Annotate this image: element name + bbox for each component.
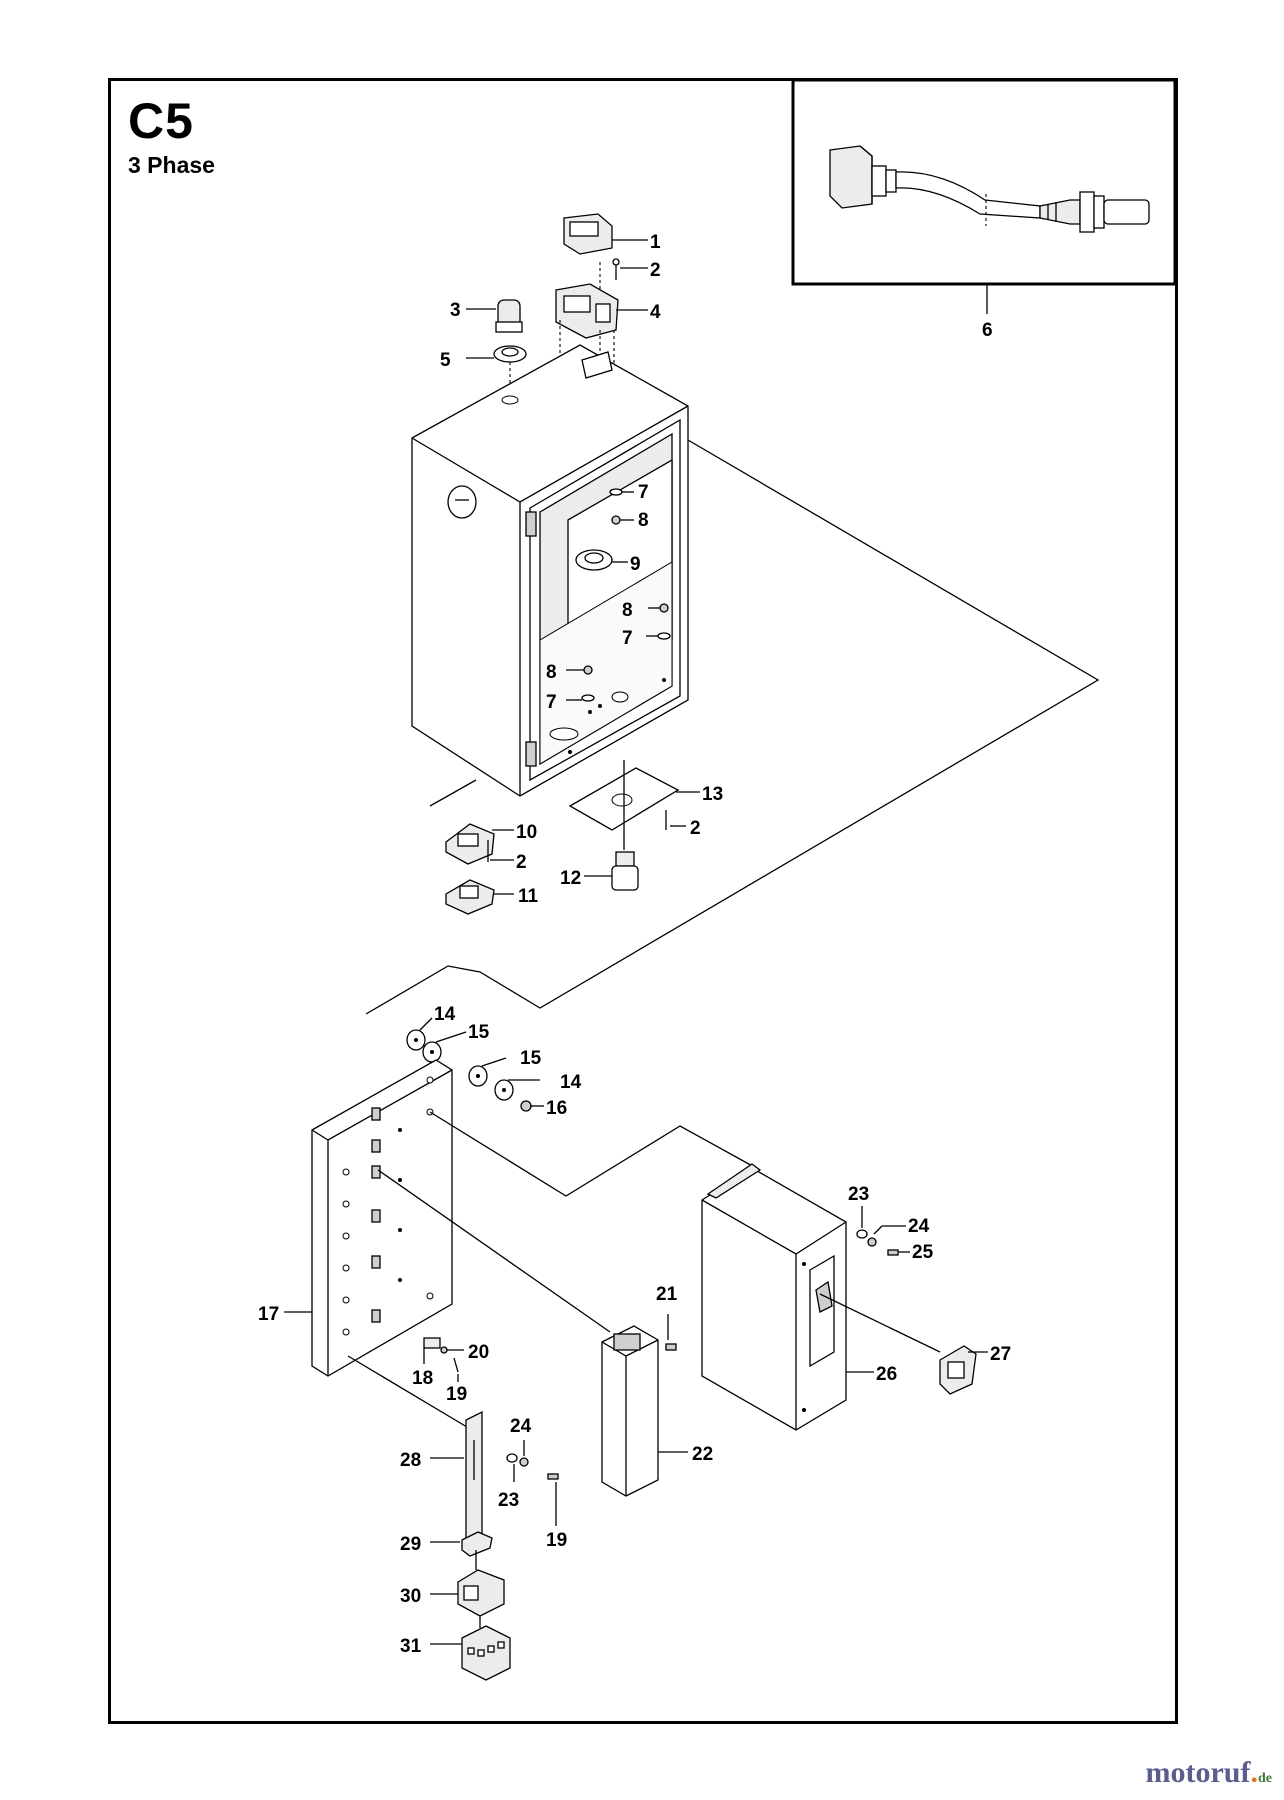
- callout-1: 1: [650, 232, 661, 253]
- callout-14: 14: [434, 1004, 456, 1025]
- callout-27: 27: [990, 1344, 1011, 1365]
- callout-12: 12: [560, 868, 581, 889]
- callout-22: 22: [692, 1444, 713, 1465]
- callout-4: 4: [650, 302, 661, 323]
- enclosure-box: [411, 344, 689, 797]
- callout-8-c: 8: [546, 662, 557, 683]
- callout-31: 31: [400, 1636, 422, 1657]
- mounting-plate-part-17: [311, 1059, 453, 1377]
- diagram-subtitle: 3 Phase: [128, 152, 215, 178]
- callout-23-b: 23: [498, 1490, 519, 1511]
- callout-20: 20: [468, 1342, 489, 1363]
- callout-17: 17: [258, 1304, 279, 1325]
- callout-30: 30: [400, 1586, 421, 1607]
- callout-29: 29: [400, 1534, 421, 1555]
- callout-28: 28: [400, 1450, 421, 1471]
- callout-19: 19: [446, 1384, 467, 1405]
- callout-3: 3: [450, 300, 461, 321]
- site-watermark: motoruf.de: [1146, 1756, 1272, 1790]
- callout-25: 25: [912, 1242, 934, 1263]
- watermark-dot: .: [1250, 1756, 1259, 1789]
- watermark-tld: de: [1258, 1771, 1272, 1786]
- callout-8: 8: [638, 510, 649, 531]
- callout-7-b: 7: [622, 628, 633, 649]
- cable-connector-part-6: [829, 145, 1150, 233]
- callout-14-b: 14: [560, 1072, 582, 1093]
- callout-24-b: 24: [510, 1416, 532, 1437]
- callout-8-b: 8: [622, 600, 633, 621]
- callout-18: 18: [412, 1368, 433, 1389]
- diagram-frame: [108, 78, 1178, 1724]
- callout-13: 13: [702, 784, 723, 805]
- callout-15: 15: [468, 1022, 490, 1043]
- callout-11: 11: [518, 886, 539, 907]
- callout-23: 23: [848, 1184, 869, 1205]
- callout-9: 9: [630, 554, 641, 575]
- callout-2-b: 2: [516, 852, 527, 873]
- callout-24: 24: [908, 1216, 930, 1237]
- callout-26: 26: [876, 1364, 897, 1385]
- callout-2-c: 2: [690, 818, 701, 839]
- callout-6: 6: [982, 320, 993, 341]
- callout-19-b: 19: [546, 1530, 567, 1551]
- callout-2: 2: [650, 260, 661, 281]
- diagram-title: C5: [128, 93, 194, 149]
- module-part-22: [601, 1325, 659, 1497]
- callout-7: 7: [638, 482, 649, 503]
- socket-part-4: [555, 283, 619, 339]
- cable-gland-part-3: [495, 299, 523, 333]
- watermark-text: motoruf: [1145, 1756, 1251, 1789]
- callout-10: 10: [516, 822, 537, 843]
- connector-part-1: [563, 213, 613, 255]
- housing-part-26: [701, 1163, 847, 1431]
- callout-16: 16: [546, 1098, 567, 1119]
- callout-15-b: 15: [520, 1048, 542, 1069]
- callout-7-c: 7: [546, 692, 557, 713]
- callout-5: 5: [440, 350, 451, 371]
- callout-21: 21: [656, 1284, 678, 1305]
